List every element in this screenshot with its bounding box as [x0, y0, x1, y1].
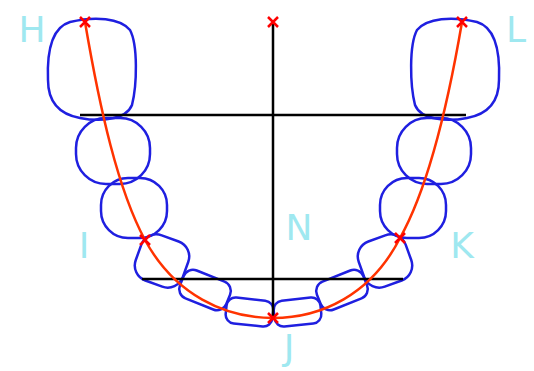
point-letter: L: [506, 12, 526, 48]
arch-curve: [85, 22, 462, 318]
point-mark: [268, 17, 278, 27]
left-teeth: [48, 19, 274, 328]
midline: [272, 22, 275, 318]
point-mark: [140, 235, 150, 245]
point-mark: [268, 313, 278, 323]
point-letter: H: [18, 12, 45, 48]
lateral-incisor: [176, 267, 234, 314]
point-mark: [80, 17, 90, 27]
point-letter: N: [286, 210, 313, 246]
point-letter: J: [284, 330, 295, 366]
point-mark: [457, 17, 467, 27]
reference-lines: [80, 22, 466, 318]
right-teeth: [273, 19, 499, 328]
point-letter: K: [450, 228, 474, 264]
canine: [130, 230, 193, 292]
reference-marks: [80, 17, 467, 323]
point-letter: I: [79, 228, 90, 264]
premolar: [101, 178, 167, 238]
tooth-outlines: [48, 19, 499, 328]
molar: [48, 19, 136, 120]
point-mark: [395, 233, 405, 243]
